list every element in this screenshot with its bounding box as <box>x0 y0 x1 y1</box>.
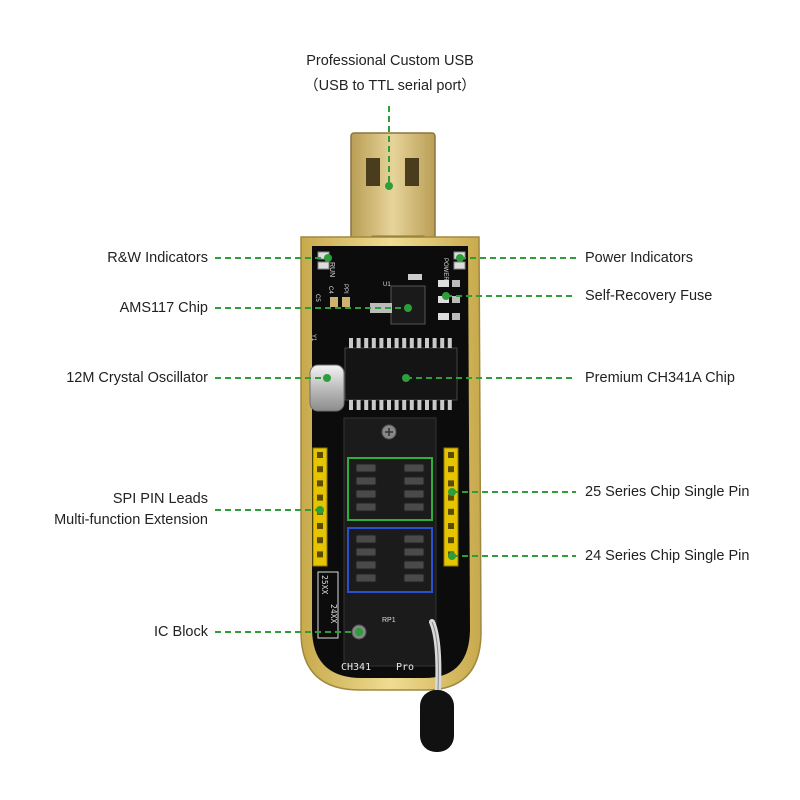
series24-label: 24 Series Chip Single Pin <box>585 548 750 564</box>
silk-c4: C4 <box>327 286 333 294</box>
usb-label: Professional Custom USB （USB to TTL seri… <box>240 52 540 96</box>
header-pin <box>448 537 454 544</box>
rw-indicators-label: R&W Indicators <box>107 250 208 266</box>
chip-pin-top <box>409 338 414 348</box>
usb-connector <box>350 132 436 252</box>
socket-pad <box>355 560 377 570</box>
series-pin-header <box>443 447 459 567</box>
socket-pad <box>355 547 377 557</box>
socket-pad <box>403 573 425 583</box>
silk-rp1: RP1 <box>382 617 396 624</box>
silk-run: RUN <box>328 262 335 277</box>
crystal-label: 12M Crystal Oscillator <box>66 370 208 386</box>
silk-u1: U1 <box>383 282 391 288</box>
header-pin <box>448 466 454 473</box>
spi-label-line2: Multi-function Extension <box>54 512 208 528</box>
socket-pad <box>355 489 377 499</box>
socket-pad <box>355 463 377 473</box>
socket-silkscreen: 25XX 24XX RP1 CH341 Pro <box>317 571 414 673</box>
socket-pad <box>403 534 425 544</box>
series25-label: 25 Series Chip Single Pin <box>585 484 750 500</box>
socket-pad <box>403 547 425 557</box>
header-pin <box>317 466 323 473</box>
chip-pin-top <box>356 338 361 348</box>
ch341a-chip <box>344 338 458 410</box>
header-pin <box>317 480 323 487</box>
chip-pin-bottom <box>394 400 399 410</box>
chip-pin-top <box>425 338 429 348</box>
chip-pin-top <box>379 338 384 348</box>
chip-pin-top <box>387 338 391 348</box>
spi-label-line1: SPI PIN Leads <box>112 491 208 507</box>
socket-pad <box>403 489 425 499</box>
chip-pin-top <box>432 338 437 348</box>
small-caps: C5 C4 PPI <box>314 274 422 307</box>
socket-pad <box>403 560 425 570</box>
leader-lines <box>215 106 576 633</box>
socket-pad <box>355 534 377 544</box>
silk-24xx: 24XX <box>329 604 338 623</box>
header-pin <box>448 452 454 458</box>
ch341a-pins <box>349 338 452 410</box>
chip-pin-top <box>371 338 376 348</box>
socket-pad <box>403 476 425 486</box>
header-pin <box>448 523 454 529</box>
chip-pin-top <box>402 338 407 348</box>
ic-block-label: IC Block <box>154 624 208 640</box>
spi-label: SPI PIN Leads Multi-function Extension <box>54 489 208 531</box>
chip-pin-top <box>349 338 353 348</box>
chip-pin-bottom <box>440 400 445 410</box>
chip-pin-bottom <box>371 400 376 410</box>
chip-pin-bottom <box>432 400 437 410</box>
chip-pin-top <box>447 338 452 348</box>
chip-pin-top <box>394 338 399 348</box>
chip-pin-bottom <box>349 400 353 410</box>
header-pin <box>317 537 323 544</box>
ch341a-label: Premium CH341A Chip <box>585 370 735 386</box>
chip-pin-bottom <box>417 400 422 410</box>
leader-dots <box>316 182 464 636</box>
header-pin <box>448 508 454 515</box>
chip-pin-bottom <box>425 400 429 410</box>
socket-pad <box>355 502 377 512</box>
header-pin <box>317 494 323 501</box>
socket-pad <box>355 573 377 583</box>
fuse-label: Self-Recovery Fuse <box>585 288 713 304</box>
socket-pad <box>403 502 425 512</box>
socket-pad <box>355 476 377 486</box>
socket-pad <box>403 463 425 473</box>
zif-lever <box>420 619 454 752</box>
silk-c5: C5 <box>314 294 320 302</box>
header-pin <box>317 452 323 458</box>
silk-y1: Y1 <box>310 334 316 342</box>
fuse-components <box>438 280 460 320</box>
chip-pin-bottom <box>409 400 414 410</box>
power-indicators-label: Power Indicators <box>585 250 693 266</box>
chip-pin-bottom <box>402 400 407 410</box>
usb-label-line2: （USB to TTL serial port） <box>304 78 476 94</box>
chip-pin-top <box>364 338 369 348</box>
silk-pro: Pro <box>396 662 414 673</box>
silk-power: POWER <box>442 258 448 281</box>
chip-pin-bottom <box>447 400 452 410</box>
chip-pin-top <box>440 338 445 348</box>
crystal-oscillator: Y1 <box>309 334 345 412</box>
silk-ppi: PPI <box>342 284 348 294</box>
header-pin <box>317 523 323 529</box>
chip-pin-bottom <box>387 400 391 410</box>
chip-pin-bottom <box>364 400 369 410</box>
usb-label-line1: Professional Custom USB <box>306 53 474 69</box>
chip-pin-bottom <box>356 400 361 410</box>
silk-model: CH341 <box>341 662 371 673</box>
header-pin <box>448 480 454 487</box>
series25-socket-area <box>347 457 433 521</box>
ams117-label: AMS117 Chip <box>119 300 208 316</box>
series24-socket-area <box>347 527 433 593</box>
silk-25xx: 25XX <box>320 575 329 594</box>
chip-pin-bottom <box>379 400 384 410</box>
header-pin <box>448 494 454 501</box>
header-pin <box>317 551 323 558</box>
chip-pin-top <box>417 338 422 348</box>
